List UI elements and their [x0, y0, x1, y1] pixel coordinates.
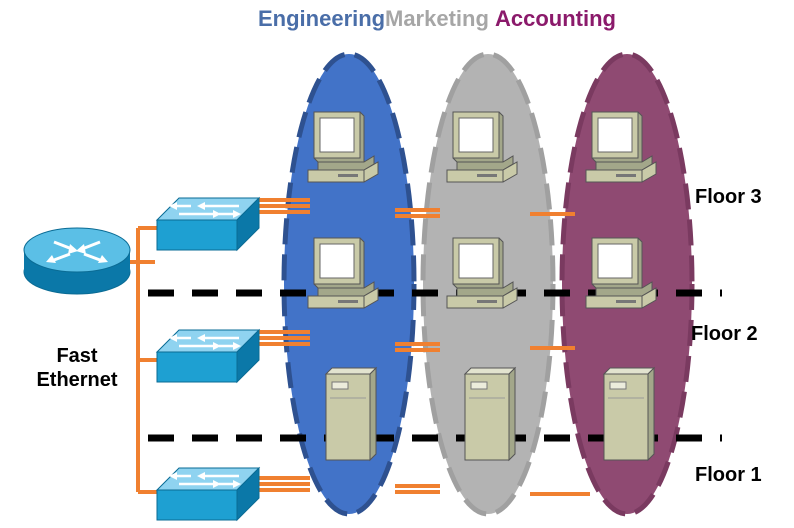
router-icon[interactable]	[23, 227, 131, 295]
accounting-label: Accounting	[495, 6, 616, 31]
medium-line-2: Ethernet	[36, 369, 118, 391]
floor-3-label: Floor 3	[695, 186, 762, 208]
marketing-label: Marketing	[385, 6, 489, 31]
server-icon[interactable]	[464, 367, 516, 461]
fast-ethernet-label: Fast Ethernet	[18, 346, 136, 390]
switch-icon[interactable]	[155, 466, 261, 522]
engineering-label: Engineering	[258, 6, 386, 31]
switch-icon[interactable]	[155, 196, 261, 252]
medium-line-1: Fast	[56, 345, 98, 367]
switch-icon[interactable]	[155, 328, 261, 384]
server-icon[interactable]	[603, 367, 655, 461]
fast-ethernet-cables	[130, 198, 590, 496]
server-icon[interactable]	[325, 367, 377, 461]
floor-2-label: Floor 2	[691, 323, 758, 345]
floor-1-label: Floor 1	[695, 464, 762, 486]
